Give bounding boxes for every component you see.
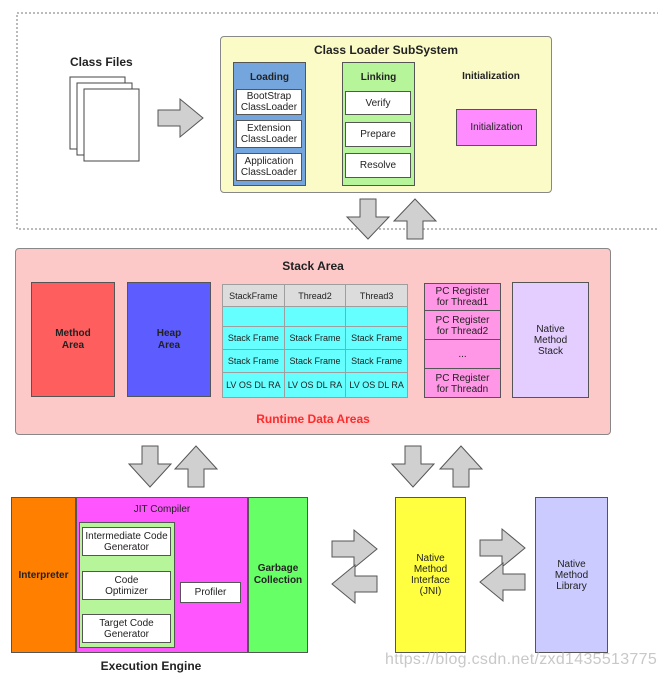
stack-table-cell: Stack Frame (283, 326, 347, 350)
pc-register-thread1: PC Register for Thread1 (425, 284, 500, 311)
code-optimizer: Code Optimizer (82, 571, 171, 600)
loading-label: Loading (250, 72, 289, 83)
arrow-down-icon (345, 198, 391, 240)
arrow-left-icon (331, 563, 378, 605)
native-method-interface: Native Method Interface (JNI) (395, 497, 466, 653)
initialization-box: Initialization (456, 109, 537, 146)
linking-label: Linking (360, 72, 397, 83)
jit-compiler-label: JIT Compiler (133, 504, 191, 515)
stack-table-cell: Stack Frame (283, 349, 347, 373)
stack-table-cell: Stack Frame (222, 349, 285, 373)
arrow-down-icon (390, 445, 436, 488)
stack-table-header-row: StackFrame Thread2 Thread3 (222, 284, 408, 307)
stack-table-cell (283, 306, 347, 327)
arrow-up-icon (438, 445, 484, 488)
stack-table-cell: LV OS DL RA (345, 372, 408, 398)
stack-table-row: LV OS DL RA LV OS DL RA LV OS DL RA (222, 372, 408, 398)
runtime-data-areas-title: Runtime Data Areas (256, 412, 370, 426)
class-files-icon (69, 76, 140, 162)
bootstrap-classloader-box: BootStrap ClassLoader (236, 89, 302, 115)
arrow-left-icon (479, 561, 526, 603)
method-area: Method Area (31, 282, 115, 397)
stack-table-cell: Stack Frame (222, 326, 285, 350)
pc-register-ellipsis: ... (425, 341, 500, 369)
pc-register-thread2: PC Register for Thread2 (425, 312, 500, 340)
arrow-right-icon (479, 527, 526, 569)
stack-table-cell: LV OS DL RA (222, 372, 285, 398)
pc-register-stack (424, 283, 501, 398)
stack-table-header: Thread3 (345, 284, 408, 307)
stack-table-row (222, 306, 408, 327)
native-method-stack: Native Method Stack (512, 282, 589, 398)
native-method-library: Native Method Library (535, 497, 608, 653)
pc-register-threadn: PC Register for Threadn (435, 372, 490, 395)
stack-table-header: StackFrame (222, 284, 285, 307)
stack-table-cell: LV OS DL RA (283, 372, 347, 398)
application-classloader-box: Application ClassLoader (236, 153, 302, 181)
arrow-down-icon (127, 445, 173, 488)
resolve-box: Resolve (345, 153, 411, 178)
garbage-collection: Garbage Collection (248, 497, 308, 653)
profiler: Profiler (180, 582, 241, 603)
extension-classloader-box: Extension ClassLoader (236, 120, 302, 148)
heap-area: Heap Area (127, 282, 211, 397)
target-code-generator: Target Code Generator (82, 614, 171, 643)
arrow-right-icon (331, 528, 378, 570)
stack-table-header: Thread2 (283, 284, 347, 307)
stack-table-cell: Stack Frame (345, 349, 408, 373)
stack-table-cell (345, 306, 408, 327)
stack-table-cell: Stack Frame (345, 326, 408, 350)
stack-table-cell (222, 306, 285, 327)
stack-table-row: Stack Frame Stack Frame Stack Frame (222, 349, 408, 373)
initialization-label: Initialization (462, 71, 520, 82)
verify-box: Verify (345, 91, 411, 115)
class-files-label: Class Files (70, 55, 133, 69)
prepare-box: Prepare (345, 122, 411, 147)
arrow-up-icon (173, 445, 219, 488)
intermediate-code-generator: Intermediate Code Generator (82, 527, 171, 556)
interpreter: Interpreter (11, 497, 76, 653)
class-loader-title: Class Loader SubSystem (313, 43, 459, 57)
watermark-text: https://blog.csdn.net/zxd1435513775 (385, 651, 658, 668)
stack-area-title: Stack Area (282, 259, 344, 273)
arrow-right-icon (157, 97, 204, 139)
stack-table-row: Stack Frame Stack Frame Stack Frame (222, 326, 408, 350)
arrow-up-icon (392, 198, 438, 240)
execution-engine-title: Execution Engine (100, 659, 202, 673)
class-loader-region-frame (16, 12, 658, 230)
stack-frame-table: StackFrame Thread2 Thread3 Stack Frame S… (222, 284, 408, 398)
